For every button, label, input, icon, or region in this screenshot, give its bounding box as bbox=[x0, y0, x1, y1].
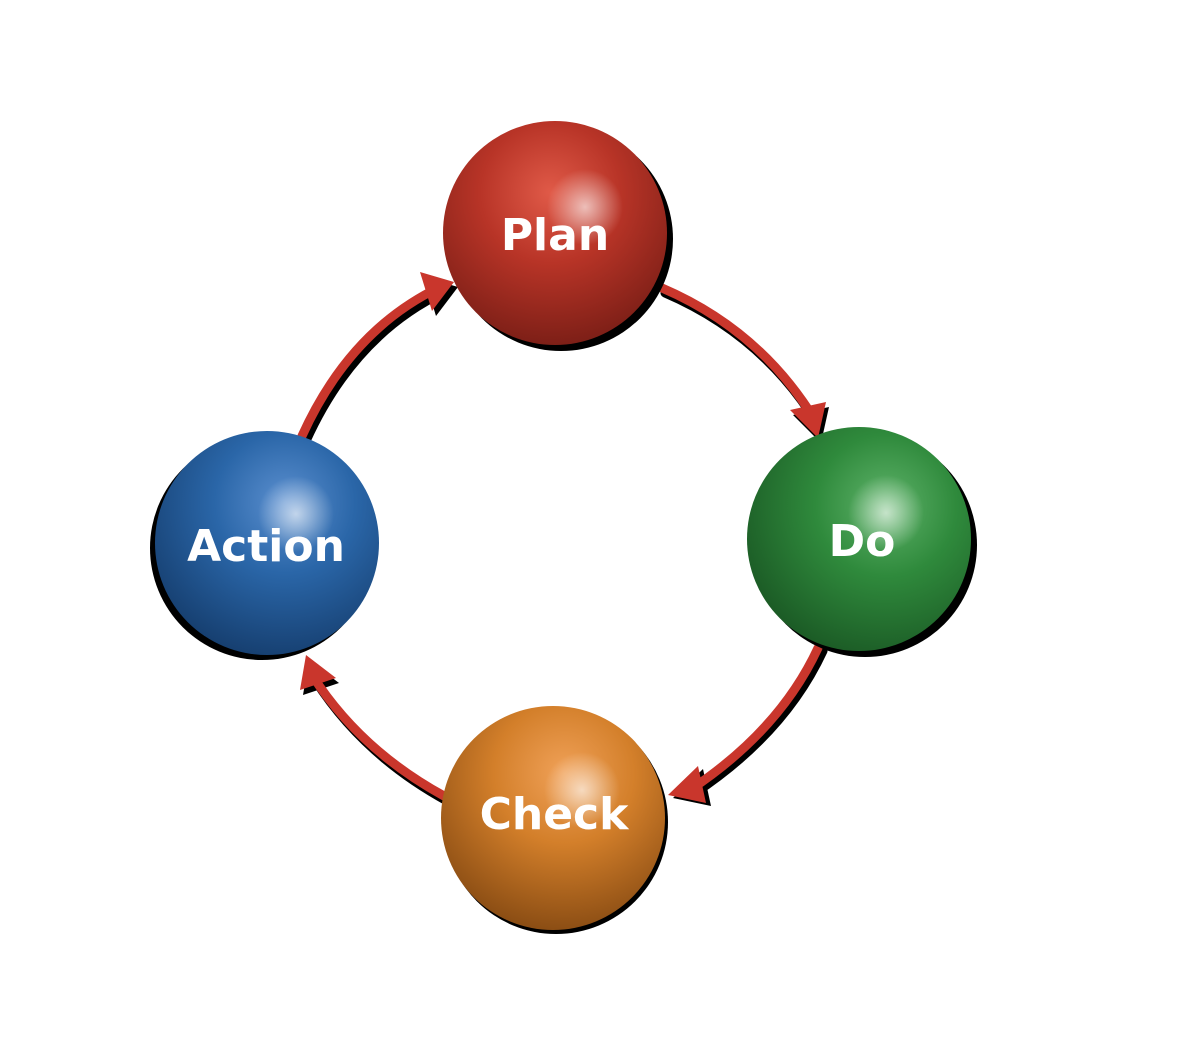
do-sphere-highlight bbox=[848, 475, 924, 551]
check-sphere bbox=[441, 706, 665, 930]
action-sphere bbox=[155, 431, 379, 655]
node-do: Do bbox=[747, 427, 977, 657]
node-action: Action bbox=[150, 431, 379, 660]
arrow-do-to-check bbox=[668, 643, 828, 806]
node-plan: Plan bbox=[443, 121, 673, 351]
arrow-check-to-action bbox=[300, 655, 452, 806]
action-sphere-highlight bbox=[258, 476, 334, 552]
arrow-plan-to-do bbox=[657, 283, 829, 443]
plan-sphere-highlight bbox=[547, 169, 623, 245]
arrow-action-to-plan bbox=[297, 272, 458, 446]
check-label: Check bbox=[480, 789, 631, 840]
cycle-arrows bbox=[297, 272, 829, 806]
node-check: Check bbox=[441, 706, 668, 934]
do-label: Do bbox=[829, 516, 896, 567]
action-label: Action bbox=[187, 521, 345, 572]
plan-sphere bbox=[443, 121, 667, 345]
check-sphere-highlight bbox=[544, 752, 620, 828]
plan-label: Plan bbox=[501, 210, 609, 261]
